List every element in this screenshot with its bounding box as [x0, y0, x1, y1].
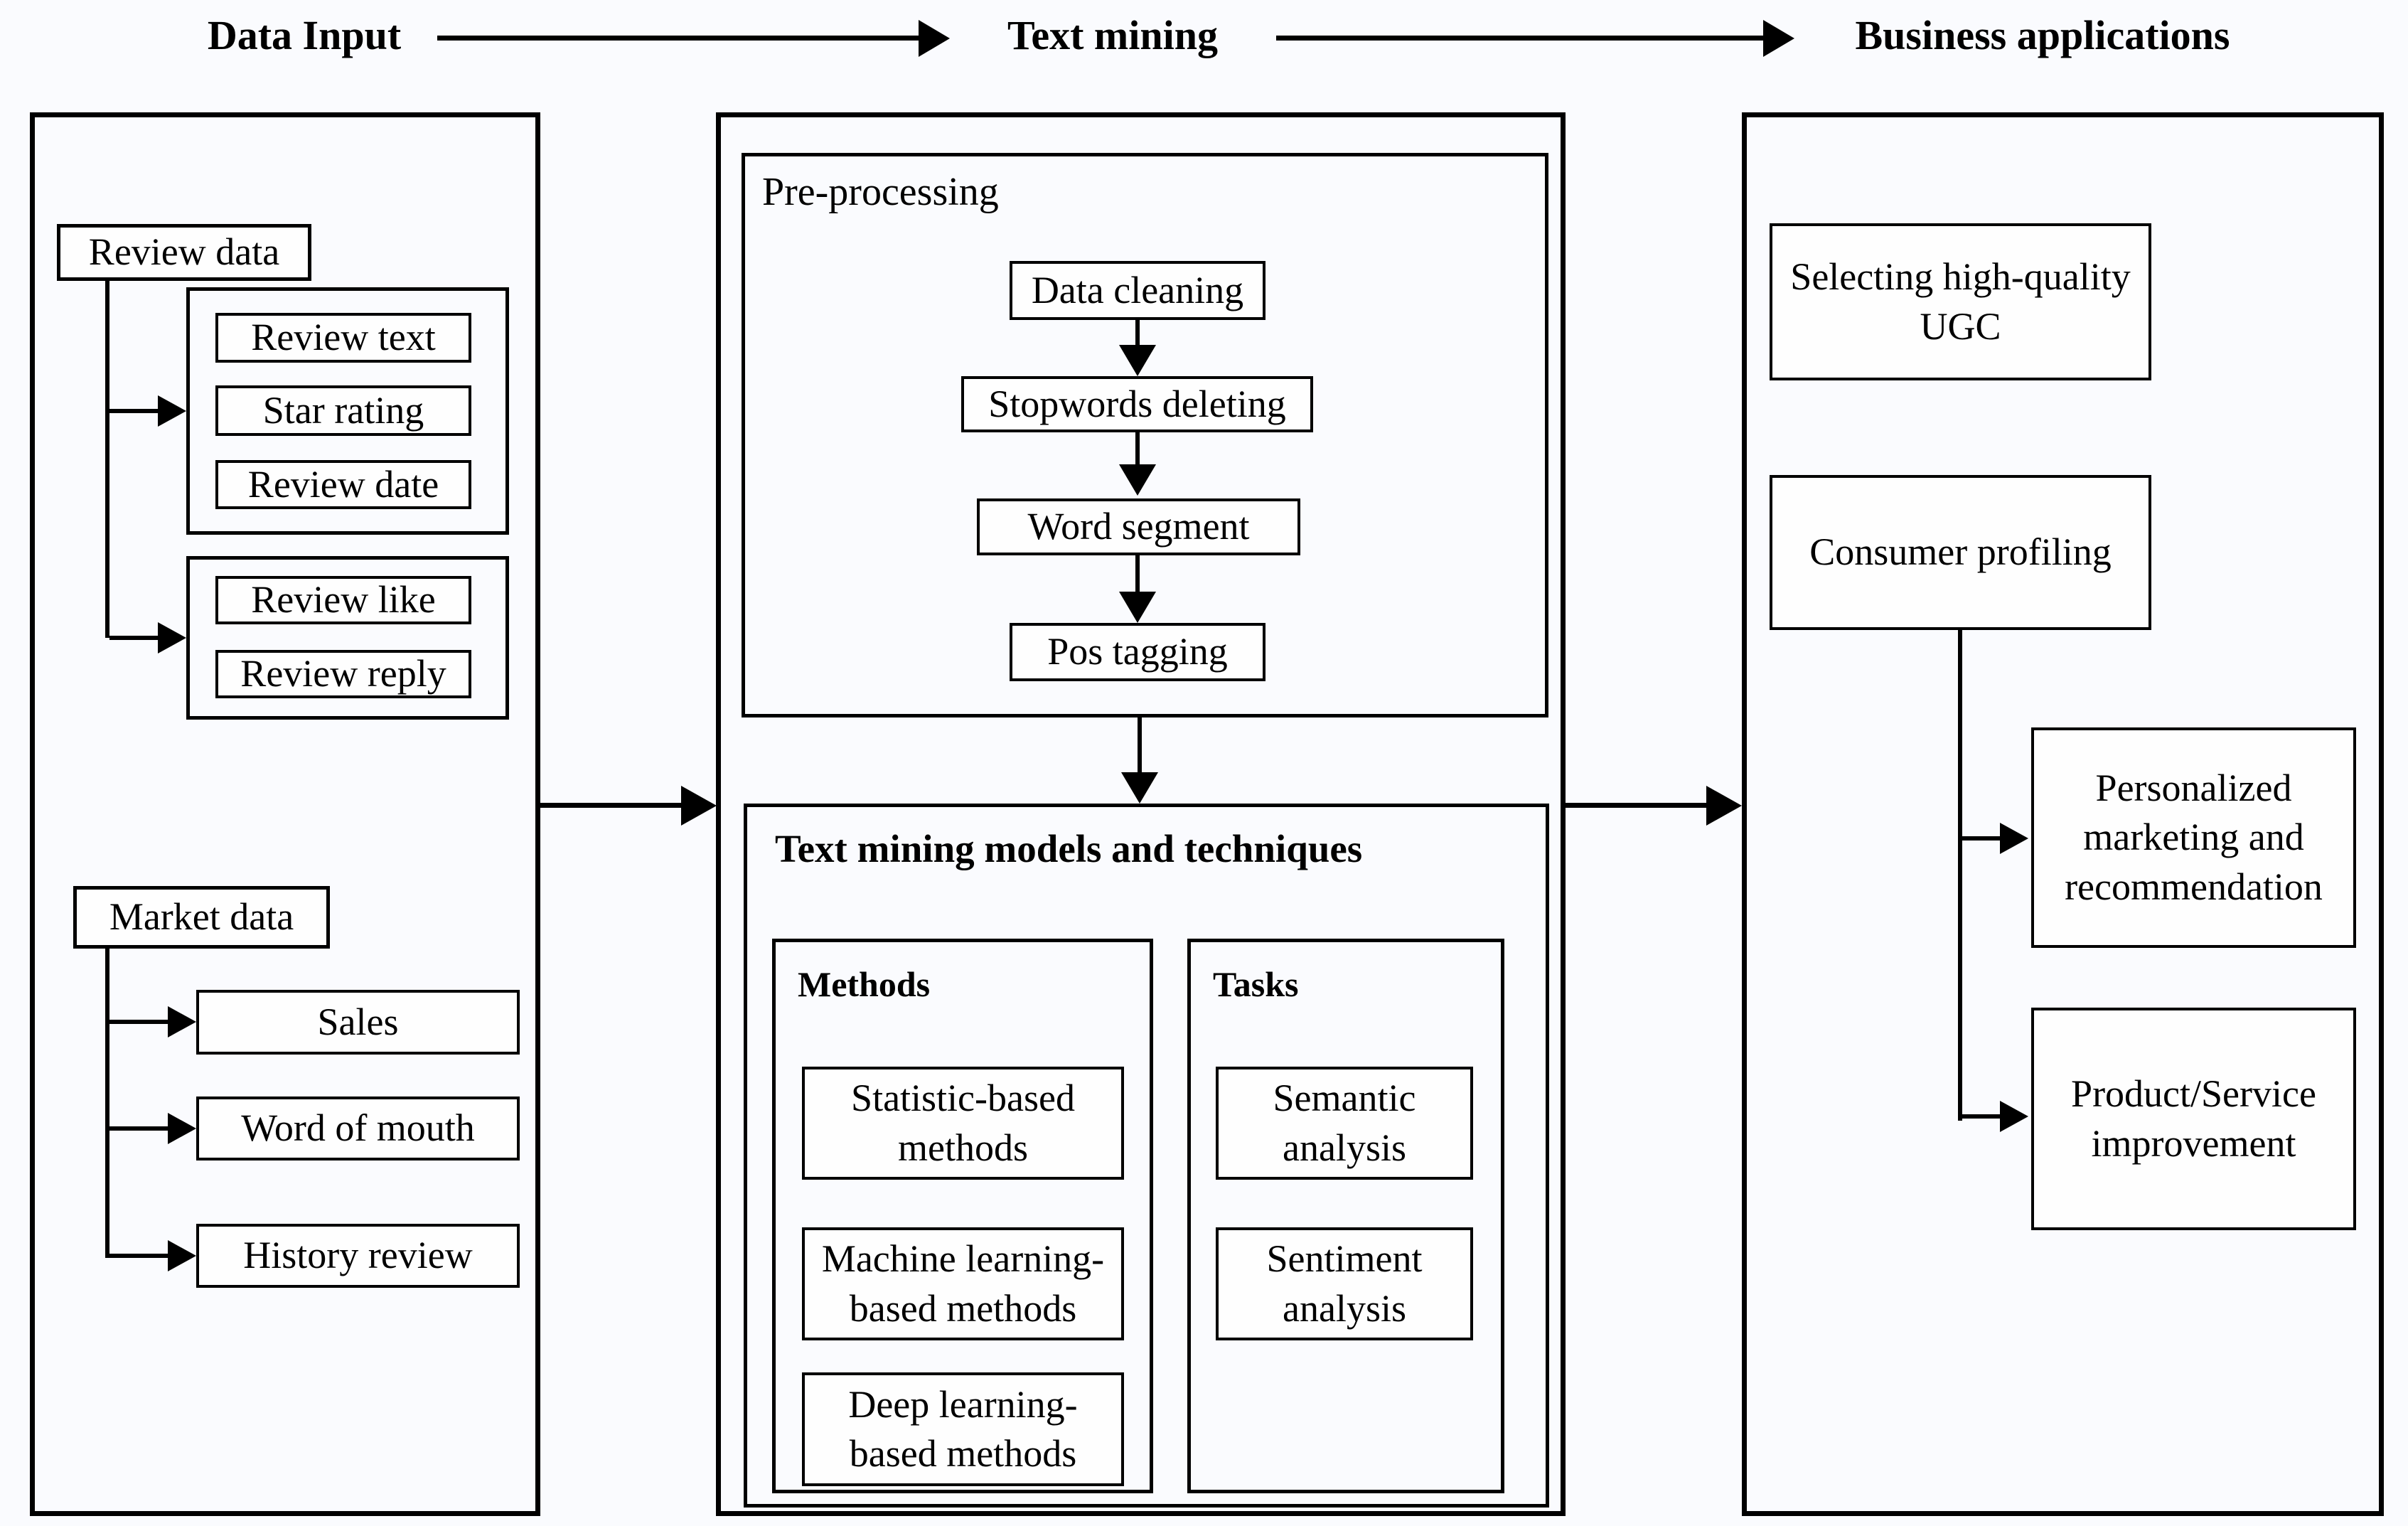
market-branch-head-2 [168, 1113, 196, 1144]
review-branch-head-2 [158, 622, 186, 653]
box-sentiment-analysis: Sentiment analysis [1216, 1227, 1473, 1340]
box-review-data: Review data [57, 224, 311, 281]
market-branch-head-3 [168, 1240, 196, 1271]
preprocessing-to-models-head [1121, 772, 1158, 804]
methods-title: Methods [798, 964, 931, 1004]
box-sales: Sales [196, 990, 520, 1055]
market-branch-line-2 [109, 1126, 168, 1131]
pre-processing-frame [742, 153, 1548, 717]
market-branch-line-1 [109, 1020, 168, 1024]
market-branch-line-3 [109, 1254, 168, 1258]
box-word-of-mouth: Word of mouth [196, 1097, 520, 1160]
box-selecting-high-quality-ugc: Selecting high-quality UGC [1770, 223, 2151, 380]
box-deep-learning-based-methods: Deep learning-based methods [802, 1372, 1124, 1486]
tasks-frame [1187, 939, 1504, 1493]
review-branch-head-1 [158, 395, 186, 427]
methods-frame [772, 939, 1153, 1493]
flow-head-1 [1119, 345, 1156, 376]
flow-line-3 [1135, 555, 1140, 592]
preprocessing-to-models-line [1138, 717, 1142, 773]
business-branch-head-1 [2000, 823, 2028, 854]
consumer-profiling-tree-line [1958, 630, 1962, 1121]
models-frame [744, 804, 1549, 1508]
flow-line-1 [1135, 320, 1140, 346]
box-data-cleaning: Data cleaning [1010, 261, 1265, 320]
header-arrow-head-2 [1763, 20, 1794, 57]
box-review-date: Review date [215, 460, 471, 509]
header-arrow-head-1 [919, 20, 950, 57]
business-branch-head-2 [2000, 1101, 2028, 1132]
box-pos-tagging: Pos tagging [1010, 623, 1265, 681]
box-stopwords-deleting: Stopwords deleting [961, 376, 1313, 432]
box-review-reply: Review reply [215, 650, 471, 698]
box-machine-learning-based-methods: Machine learning-based methods [802, 1227, 1124, 1340]
models-title: Text mining models and techniques [775, 827, 1363, 870]
market-branch-head-1 [168, 1006, 196, 1037]
review-attributes-group-1 [186, 287, 509, 535]
market-data-tree-line [105, 949, 109, 1258]
review-data-tree-line [105, 281, 109, 638]
stage-title-text-mining: Text mining [1007, 12, 1218, 58]
box-semantic-analysis: Semantic analysis [1216, 1067, 1473, 1180]
business-branch-line-2 [1962, 1114, 2000, 1119]
pre-processing-title: Pre-processing [762, 170, 999, 214]
header-arrow-line-2 [1276, 36, 1763, 41]
review-attributes-group-2 [186, 556, 509, 720]
box-review-like: Review like [215, 576, 471, 624]
arrow-head-mining-to-business [1706, 786, 1742, 826]
business-branch-line-1 [1962, 836, 2000, 841]
box-history-review: History review [196, 1224, 520, 1288]
flow-head-3 [1119, 592, 1156, 623]
review-branch-line-2 [109, 636, 158, 640]
box-star-rating: Star rating [215, 385, 471, 436]
arrow-line-mining-to-business [1566, 803, 1708, 808]
arrow-head-input-to-mining [681, 786, 717, 826]
box-review-text: Review text [215, 313, 471, 363]
box-consumer-profiling: Consumer profiling [1770, 475, 2151, 630]
box-personalized-marketing: Personalized marketing and recommendatio… [2031, 727, 2356, 948]
box-word-segment: Word segment [977, 498, 1300, 555]
box-statistic-based-methods: Statistic-based methods [802, 1067, 1124, 1180]
data-input-column-frame [30, 112, 540, 1516]
review-branch-line-1 [109, 409, 158, 413]
stage-title-data-input: Data Input [207, 12, 402, 58]
box-product-service-improvement: Product/Service improvement [2031, 1008, 2356, 1230]
flow-line-2 [1135, 432, 1140, 465]
arrow-line-input-to-mining [540, 803, 683, 808]
stage-title-business-applications: Business applications [1855, 12, 2230, 58]
box-market-data: Market data [73, 886, 330, 949]
flow-head-2 [1119, 464, 1156, 496]
text-mining-column-frame [716, 112, 1566, 1516]
business-applications-column-frame [1742, 112, 2384, 1516]
tasks-title: Tasks [1213, 964, 1299, 1004]
header-arrow-line-1 [437, 36, 919, 41]
